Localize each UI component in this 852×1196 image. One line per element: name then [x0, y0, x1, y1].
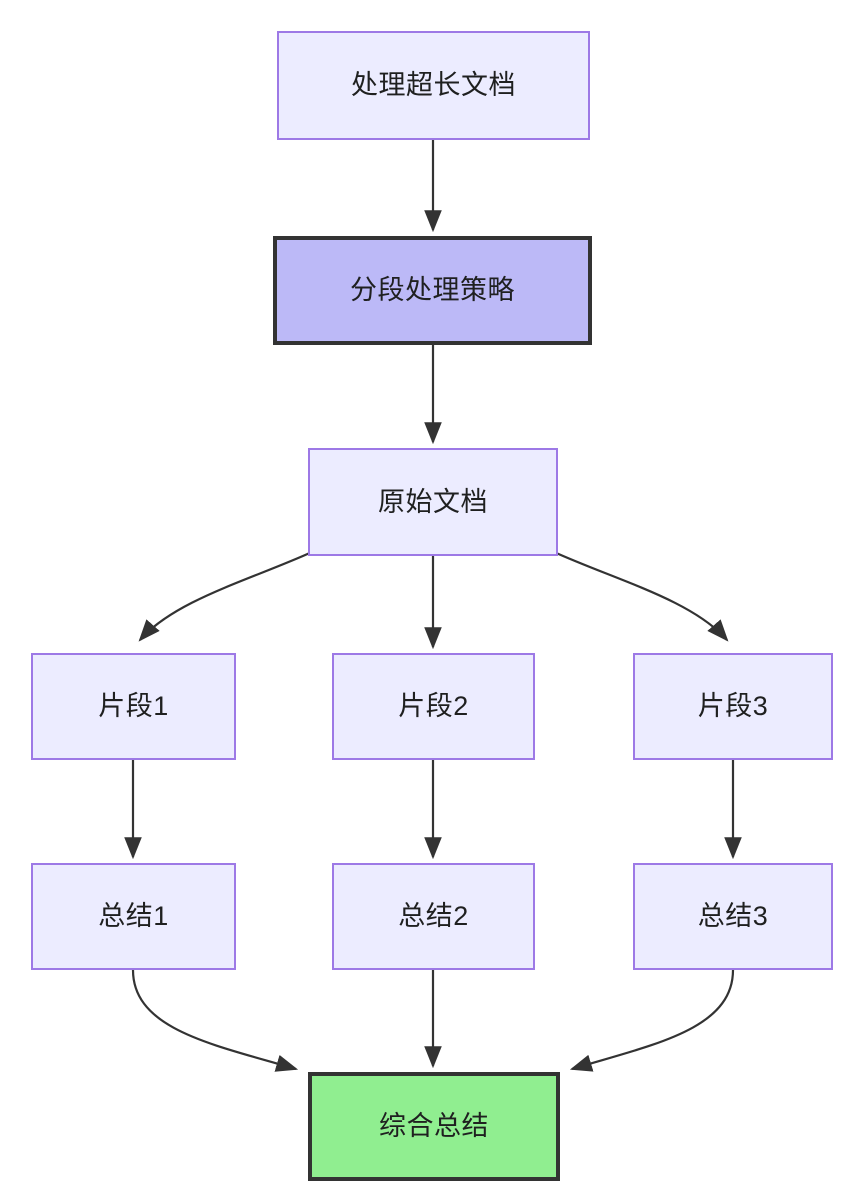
edge-n7-to-n10	[131, 969, 299, 1072]
node-label: 总结2	[398, 901, 469, 932]
node-n3[interactable]: 原始文档	[308, 448, 558, 556]
node-label: 原始文档	[378, 486, 488, 517]
node-label: 总结1	[98, 901, 169, 932]
node-n5[interactable]: 片段2	[332, 653, 535, 760]
node-n1[interactable]: 处理超长文档	[277, 31, 590, 140]
node-label: 总结3	[697, 901, 769, 932]
node-label: 片段2	[398, 691, 469, 722]
node-label: 综合总结	[379, 1111, 489, 1142]
node-n7[interactable]: 总结1	[31, 863, 236, 970]
node-n4[interactable]: 片段1	[31, 653, 236, 760]
node-n6[interactable]: 片段3	[633, 653, 833, 760]
edge-n9-to-n10	[569, 969, 735, 1072]
node-label: 分段处理策略	[350, 275, 515, 306]
edge-paths	[124, 140, 742, 1072]
node-label: 片段3	[697, 691, 769, 722]
node-n2[interactable]: 分段处理策略	[273, 236, 592, 345]
edge-n3-to-n4	[138, 550, 313, 642]
node-n9[interactable]: 总结3	[633, 863, 833, 970]
node-label: 片段1	[98, 691, 169, 722]
edge-n3-to-n6	[553, 550, 729, 642]
node-label: 处理超长文档	[351, 70, 516, 101]
node-n8[interactable]: 总结2	[332, 863, 535, 970]
node-n10[interactable]: 综合总结	[308, 1072, 560, 1181]
